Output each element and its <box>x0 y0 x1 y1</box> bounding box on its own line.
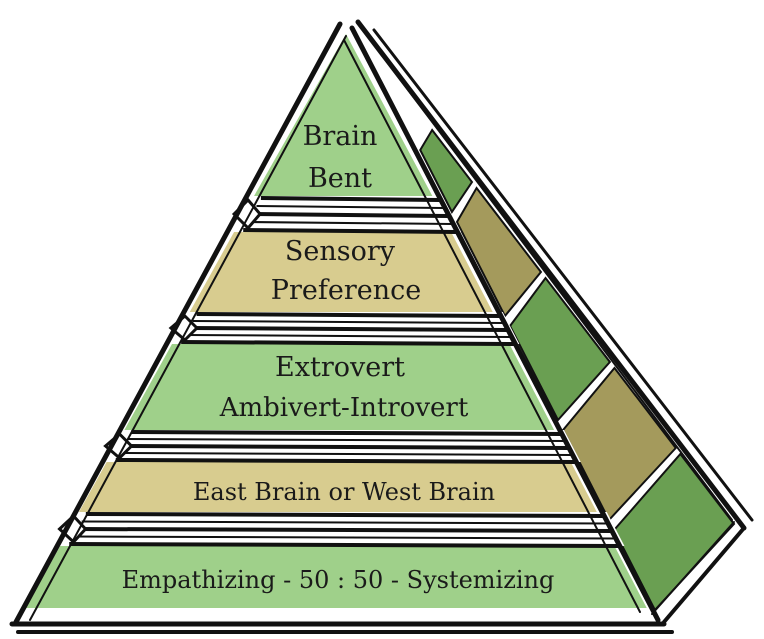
separator-stripe <box>85 512 604 518</box>
level-1-line-1: Brain <box>303 121 378 152</box>
separator-stripe <box>188 326 508 332</box>
level-band-3 <box>124 344 555 430</box>
separator-stripe <box>131 430 562 436</box>
separator-stripe <box>196 312 500 318</box>
level-3-line-1: Extrovert <box>275 352 405 383</box>
level-labels: Brain Bent Sensory Preference Extrovert … <box>122 121 555 594</box>
separator-3 <box>100 430 581 464</box>
side-band-1 <box>419 128 474 214</box>
level-3-line-2: Ambivert-Introvert <box>219 393 469 423</box>
level-5-line-1: Empathizing - 50 : 50 - Systemizing <box>122 566 555 594</box>
separator-4 <box>54 512 625 548</box>
separator-stripe <box>181 340 515 346</box>
back-right-edge <box>355 19 747 531</box>
separator-stripe <box>73 535 616 540</box>
separator-stripe <box>77 527 612 533</box>
level-band-1 <box>254 34 433 196</box>
separator-1 <box>228 196 462 234</box>
separator-stripe <box>115 458 576 464</box>
separator-stripe <box>243 228 457 234</box>
separator-stripe <box>119 452 573 456</box>
separator-stripe <box>69 542 620 548</box>
level-separators <box>54 196 625 548</box>
front-left-edge <box>13 21 343 625</box>
separator-stripe <box>256 205 444 209</box>
pyramid-front-face <box>25 34 647 608</box>
side-band-3 <box>508 276 612 422</box>
separator-stripe <box>185 334 511 338</box>
front-right-edge-inner <box>343 39 641 613</box>
pyramid-side-face <box>352 28 740 618</box>
level-4-line-1: East Brain or West Brain <box>193 478 495 506</box>
side-bottom-edge <box>662 526 746 624</box>
level-2-line-2: Preference <box>271 275 421 306</box>
side-band-2 <box>455 186 543 318</box>
separator-stripe <box>123 444 569 450</box>
pyramid-outline <box>9 19 754 634</box>
separator-stripe <box>260 196 440 202</box>
level-band-2 <box>189 232 493 312</box>
level-band-5 <box>25 546 647 608</box>
side-band-4 <box>561 366 678 522</box>
separator-stripe <box>252 212 448 218</box>
front-right-edge <box>349 25 661 623</box>
front-left-edge-inner <box>29 35 347 621</box>
level-2-line-1: Sensory <box>285 236 396 267</box>
back-right-edge-2 <box>372 28 754 522</box>
back-right-edge-inner <box>365 33 733 521</box>
side-bottom-edge-2 <box>651 521 735 615</box>
separator-stripe <box>127 438 565 442</box>
level-band-4 <box>78 462 597 512</box>
level-1-line-2: Bent <box>308 163 372 194</box>
separator-stripe <box>192 320 504 324</box>
separator-stripe <box>247 221 452 225</box>
separator-2 <box>166 312 520 346</box>
separator-stripe <box>81 520 608 525</box>
